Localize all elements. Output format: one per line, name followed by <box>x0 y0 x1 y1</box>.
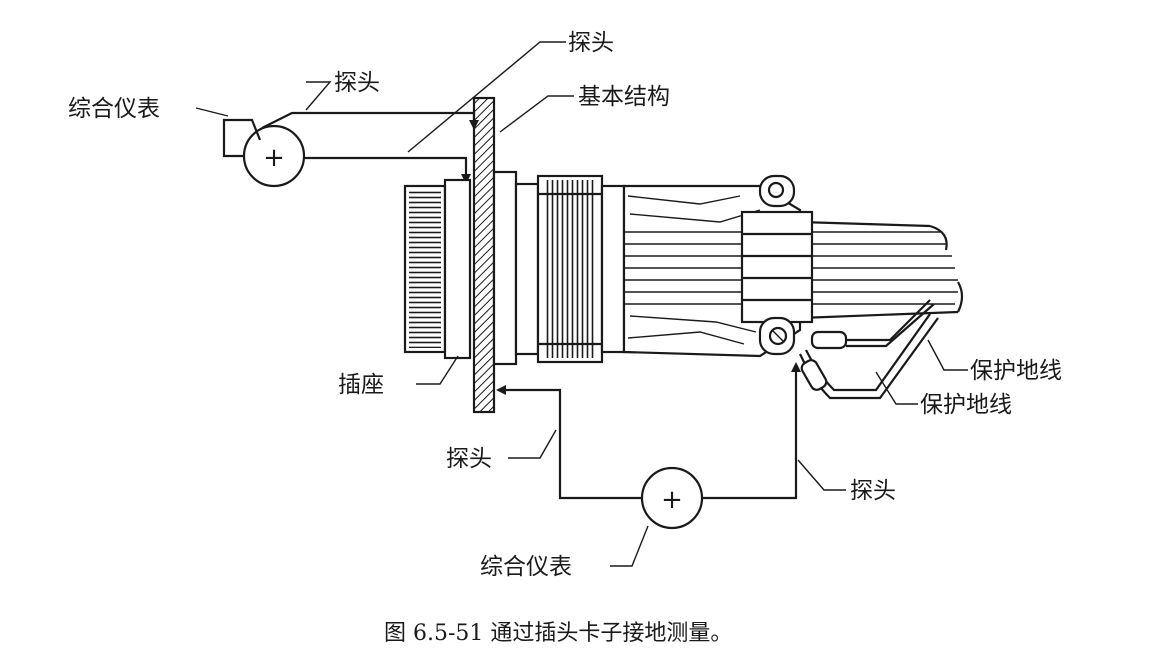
basic-structure-panel <box>472 96 496 414</box>
top-probe-lead-upper <box>261 111 476 129</box>
clamp-screw-top <box>767 181 785 199</box>
leader-lines <box>195 41 968 567</box>
label-basic-structure: 基本结构 <box>578 84 670 110</box>
cable-clamp-icon <box>740 174 814 356</box>
label-probe-bottom-left: 探头 <box>446 446 492 472</box>
connector-plug-icon <box>403 96 964 414</box>
probe-arrow <box>791 362 801 372</box>
coupling-ring <box>514 182 540 356</box>
meter-plus-symbol: + <box>263 143 285 173</box>
bottom-probe-lead-left <box>500 388 642 500</box>
panel-nut <box>492 170 518 366</box>
label-meter-bottom: 综合仪表 <box>480 554 572 580</box>
back-shell <box>600 184 626 354</box>
socket-body <box>443 178 472 360</box>
label-ground-wire-1: 保护地线 <box>970 358 1062 384</box>
top-meter-leader <box>222 118 262 158</box>
meter-plus-symbol: + <box>661 485 683 515</box>
ground-lug-2 <box>800 359 828 391</box>
label-probe-bottom-right: 探头 <box>850 478 896 504</box>
top-probe-lead-lower <box>304 156 468 178</box>
bottom-meter: + <box>640 466 704 530</box>
ground-lug-1 <box>810 330 848 350</box>
label-ground-wire-2: 保护地线 <box>920 392 1012 418</box>
label-probe-top-left: 探头 <box>334 70 380 96</box>
clamp-saddle <box>740 210 814 324</box>
socket-thread-grooves <box>409 190 441 348</box>
knurl-pattern <box>546 180 594 358</box>
probe-arrow <box>496 385 506 395</box>
figure-caption: 图 6.5-51 通过插头卡子接地测量。 <box>384 621 732 646</box>
label-probe-top-right: 探头 <box>568 30 614 56</box>
label-meter-top: 综合仪表 <box>68 96 160 122</box>
label-socket: 插座 <box>338 372 384 398</box>
ground-wires <box>799 299 939 400</box>
top-meter: + <box>242 124 306 188</box>
bottom-probe-lead-right <box>702 368 798 500</box>
